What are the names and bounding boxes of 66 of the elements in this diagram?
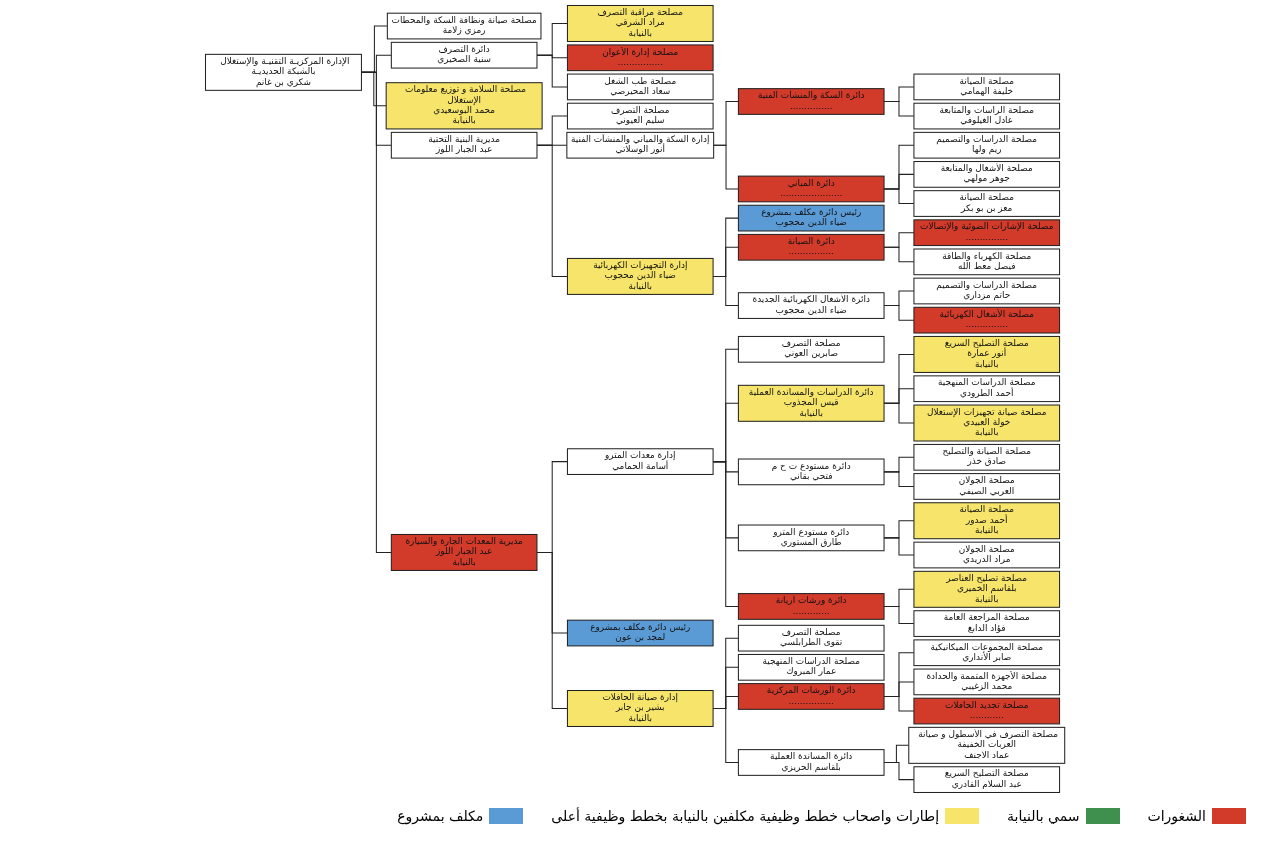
node-box: مصلحة الصيانة والتصليح صادق خذر: [913, 443, 1060, 471]
node-box: دائرة ورشات أريانة .............: [737, 593, 885, 620]
node-box: مصلحة الأشغال الكهربائية ...............: [913, 306, 1060, 334]
node-box: دائرة مستودع المترو طارق المستوري: [737, 524, 885, 552]
node-box: دائرة المساندة العملية بلقاسم الحريزي: [737, 749, 885, 776]
node-box: مصلحة طب الشغل سعاد المحيرصي: [566, 73, 714, 101]
node-box: مصلحة التصرف سليم العيوني: [566, 102, 714, 130]
node-box: دائرة مستودع ت ح م فتحي بقاني: [737, 458, 885, 486]
node-box: مصلحة المجموعات الميكانيكية صابر الأنداري: [913, 639, 1060, 667]
node-box: مصلحة الأجهزة المتممة والحدادة محمد الزغيبي: [913, 668, 1060, 696]
node-box: رئيس دائرة مكلف بمشروع لمجد بن عون: [566, 619, 714, 647]
node-box: مصلحة الدراسات المنهجية عمار المبروك: [737, 653, 885, 681]
node-box: مصلحة تصليح العناصر بلقاسم الخميري بالنيابة: [913, 570, 1060, 608]
node-box: مصلحة صيانة ونظافة السكة والمحطات رمزي زلامة: [386, 12, 542, 40]
node-box: مصلحة الراسات والمتابعة عادل الغيلوفي: [913, 102, 1060, 130]
node-box: مصلحة السلامة و توزيع معلومات الإستغلال محمد البوسعيدي بالنيابة: [385, 82, 543, 130]
legend-text: مكلف بمشروع: [397, 808, 484, 824]
node-box: مصلحة الصيانة خليفة الهمامي: [913, 73, 1060, 101]
connector: [536, 144, 568, 277]
connector: [883, 305, 915, 321]
connector: [713, 144, 739, 190]
connector: [712, 275, 739, 307]
node-box: مصلحة الكهرباء والطاقة فيصل معط الله: [913, 248, 1060, 276]
node-box: مديرية البنية التحتية عبد الجبار اللوز: [390, 131, 538, 159]
node-box: مصلحة الدراسات والتصميم حاتم مزداري: [913, 277, 1060, 305]
node-box: مصلحة الأشغال والمتابعة جوهر مولهي: [913, 161, 1060, 188]
node-box: مصلحة التصليح السريع أنور عمارة بالنيابة: [913, 335, 1060, 373]
node-box: مصلحة التصرف في الأسطول و صيانة العربات الخفيفة عماد الاجنف: [908, 726, 1066, 764]
node-box: إدارة السكة والمباني والمنشآت الفنية أنور الوسلاتي: [566, 131, 715, 159]
node-box: رئيس دائرة مكلف بمشروع ضياء الدين محجوب: [737, 204, 885, 232]
node-box: مصلحة المراجعة العامة فؤاد الدابغ: [913, 610, 1060, 637]
connector: [883, 761, 915, 781]
node-box: مصلحة الجولان العربي الصيفي: [913, 473, 1060, 500]
node-box: مصلحة التصليح السريع عبد السلام القادري: [913, 766, 1060, 793]
node-box: مصلحة الدراسات والتصميم ريم ولها: [913, 131, 1060, 159]
connector: [536, 54, 568, 88]
connector: [712, 707, 739, 763]
connector: [712, 461, 739, 607]
node-box: دائرة السكة والمنشآت الفنية ...............: [737, 88, 885, 115]
connector: [883, 605, 915, 625]
node-box: دائرة الورشات المركزية ................: [737, 683, 885, 710]
legend-text: إطارات واصحاب خطط وظيفية مكلفين بالنيابة بخطط وظيفية أعلى: [551, 808, 940, 824]
node-box: مصلحة الصيانة معز بن بو بكر: [913, 190, 1060, 217]
node-box: مصلحة الإشارات الضوئية والإتصالات ...............: [913, 219, 1060, 247]
node-box: إدارة معدات المترو أسامة الحمامي: [566, 448, 714, 475]
node-box: دائرة الصيانة ................: [737, 233, 885, 261]
node-box: دائرة التصرف سنية الصخيري: [390, 41, 538, 69]
legend-text: الشغورات: [1147, 808, 1206, 824]
node-box: مصلحة إدارة الأعوان ................: [566, 44, 714, 72]
node-box: إدارة التجهيزات الكهربائية ضياء الدين محجوب بالنيابة: [566, 257, 714, 295]
connector: [536, 551, 568, 709]
node-box: دائرة الأشغال الكهربائية الجديدة ضياء الدين محجوب: [737, 292, 885, 319]
node-box: مصلحة الدراسات المنهجية أحمد الطرودي: [913, 375, 1060, 403]
legend-text: سمي بالنيابة: [1007, 808, 1080, 824]
node-box: الإدارة المركزيـة التقنيـة والإستغلال بالشبكة الحديديـة شكري بن غانم: [204, 53, 362, 91]
node-box: مصلحة مراقبة التصرف مراد الشرقي بالنيابة: [566, 5, 714, 42]
node-box: إدارة صيانة الحافلات بشير بن جابر بالنيابة: [566, 690, 714, 727]
node-box: مصلحة التصرف تقوى الطرابلسي: [737, 624, 885, 652]
node-box: مصلحة صيانة تجهيزات الإستغلال خولة العبيدي بالنيابة: [913, 404, 1060, 442]
node-box: دائرة المباني ......................: [737, 175, 885, 203]
node-box: مديرية المعدات الجارة والسيارة عبد الجبار اللوز بالنيابة: [390, 533, 538, 571]
node-box: مصلحة تجديد الحافلات ............: [913, 697, 1060, 725]
node-box: دائرة الدراسات والمساندة العملية قيس المجذوب بالنيابة: [737, 384, 885, 422]
node-box: مصلحة الصيانة أحمد صدور بالنيابة: [913, 502, 1060, 540]
node-box: مصلحة الجولان مراد الدريدي: [913, 541, 1060, 569]
node-box: مصلحة التصرف صابرين العوني: [737, 335, 885, 363]
